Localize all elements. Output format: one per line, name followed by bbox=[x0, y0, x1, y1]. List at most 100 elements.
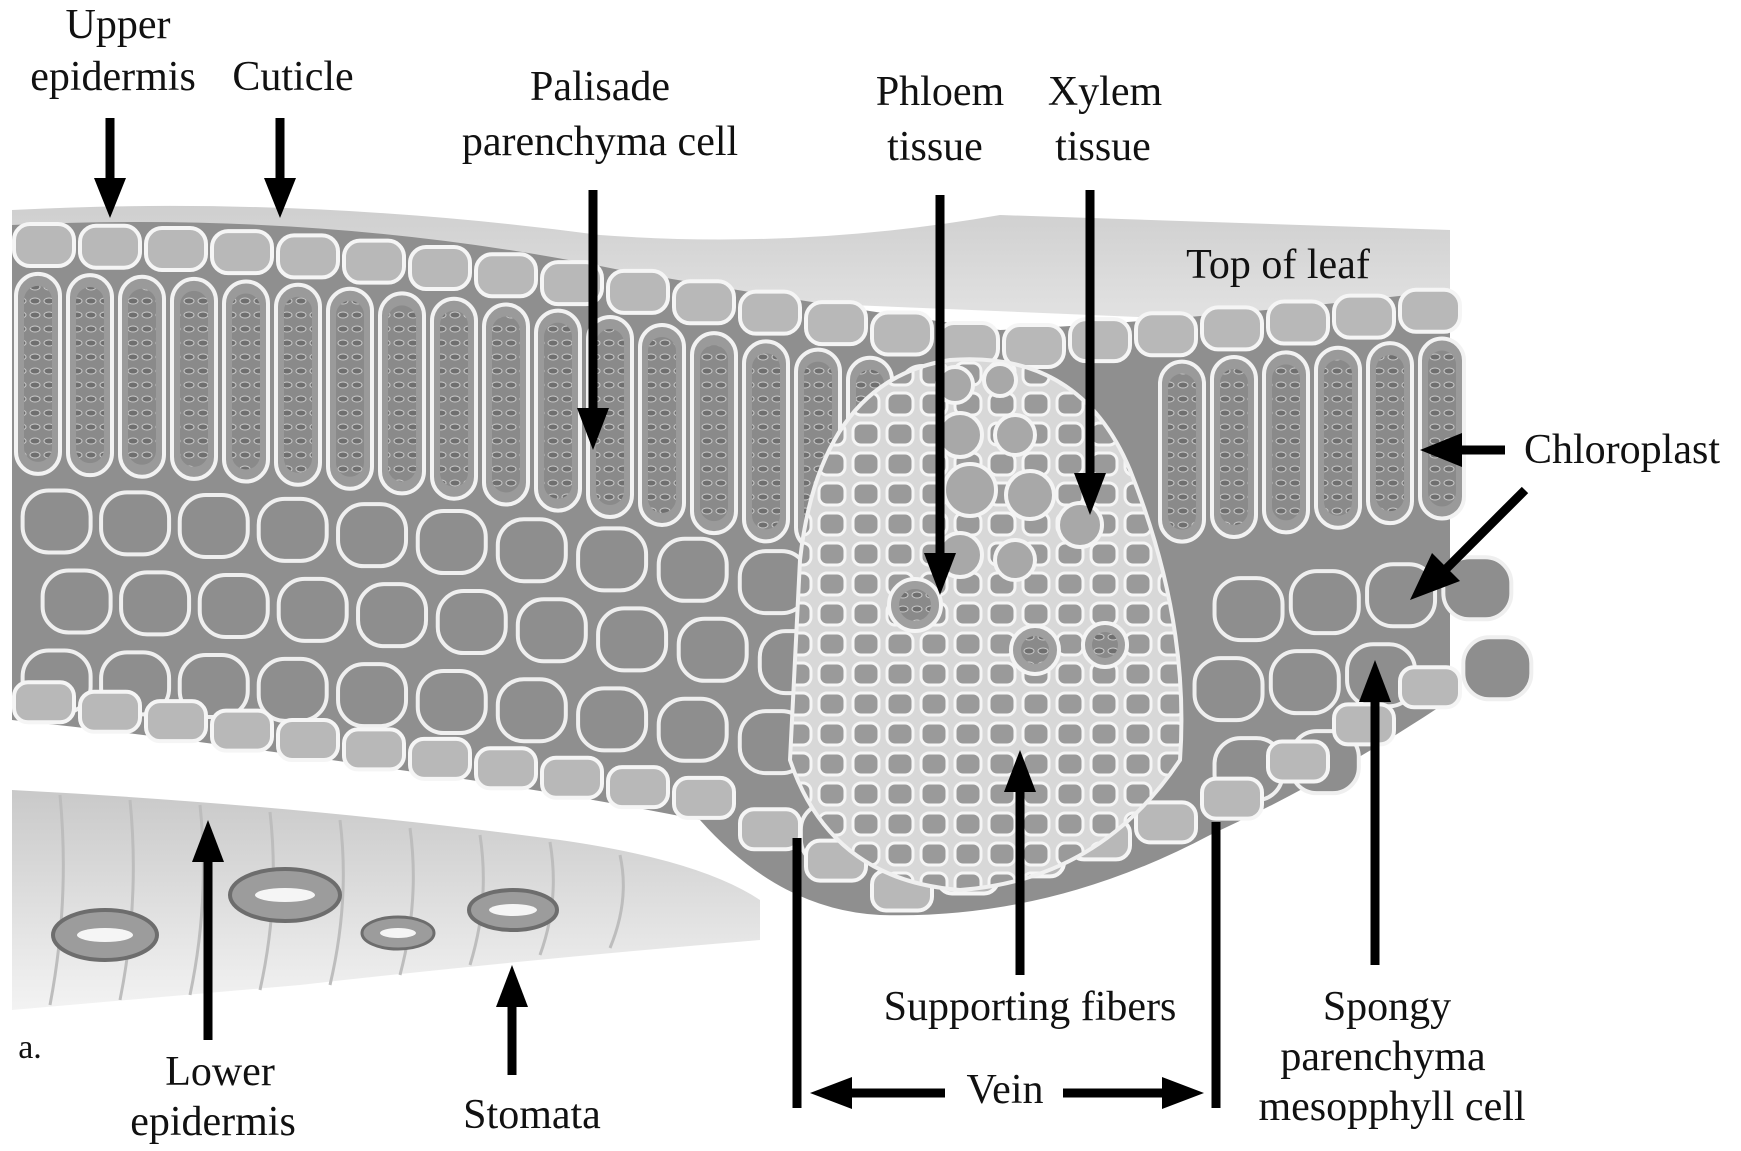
epidermis-cell bbox=[1070, 319, 1130, 361]
spongy-cell bbox=[101, 492, 169, 554]
epidermis-cell bbox=[740, 292, 800, 334]
spongy-cell bbox=[259, 499, 327, 561]
spongy-cell bbox=[43, 570, 111, 632]
spongy-cell bbox=[259, 659, 327, 721]
label-upper-epidermis-line2: epidermis bbox=[30, 54, 196, 100]
epidermis-cell bbox=[1268, 302, 1328, 344]
chloroplast-cluster bbox=[76, 287, 104, 463]
epidermis-cell bbox=[674, 281, 734, 323]
label-lower-epidermis-line2: epidermis bbox=[130, 1099, 296, 1145]
stoma bbox=[362, 917, 434, 949]
label-spongy-line2: parenchyma bbox=[1280, 1034, 1486, 1080]
spongy-cell bbox=[23, 490, 91, 552]
chloroplast-cluster bbox=[232, 293, 260, 469]
epidermis-cell bbox=[1268, 742, 1328, 782]
spongy-cell bbox=[518, 599, 586, 661]
chloroplast-cluster bbox=[336, 301, 364, 477]
xylem-vessel bbox=[1058, 503, 1102, 547]
xylem-vessel bbox=[944, 464, 996, 516]
spongy-cell bbox=[659, 539, 727, 601]
stoma bbox=[230, 869, 340, 921]
spongy-cell bbox=[338, 664, 406, 726]
label-chloroplast: Chloroplast bbox=[1524, 427, 1720, 473]
chloroplast-cluster bbox=[700, 345, 728, 521]
label-vein: Vein bbox=[967, 1067, 1044, 1113]
epidermis-cell bbox=[1334, 704, 1394, 744]
spongy-cell bbox=[438, 591, 506, 653]
epidermis-cell bbox=[476, 254, 536, 296]
chloroplast-cluster bbox=[1220, 369, 1248, 525]
label-xylem-line2: tissue bbox=[1055, 124, 1151, 170]
label-lower-epidermis-line1: Lower bbox=[165, 1049, 275, 1095]
xylem-vessel bbox=[995, 415, 1035, 455]
label-cuticle: Cuticle bbox=[232, 54, 353, 100]
label-phloem-line2: tissue bbox=[887, 124, 983, 170]
spongy-cell bbox=[498, 519, 566, 581]
spongy-cell bbox=[358, 584, 426, 646]
epidermis-cell bbox=[212, 231, 272, 273]
label-spongy-line1: Spongy bbox=[1323, 984, 1451, 1030]
upper-epidermis-arrow bbox=[94, 118, 126, 218]
leaf-illustration bbox=[12, 206, 1531, 1010]
epidermis-cell bbox=[344, 241, 404, 283]
xylem-vessel bbox=[984, 364, 1016, 396]
epidermis-cell bbox=[344, 729, 404, 769]
spongy-cell bbox=[200, 575, 268, 637]
epidermis-cell bbox=[80, 226, 140, 268]
spongy-cell bbox=[180, 495, 248, 557]
chloroplast-cluster bbox=[388, 305, 416, 481]
spongy-cell bbox=[578, 528, 646, 590]
epidermis-cell bbox=[80, 692, 140, 732]
epidermis-cell bbox=[1400, 290, 1460, 332]
spongy-cell bbox=[279, 579, 347, 641]
chloroplast-cluster bbox=[752, 353, 780, 529]
stomata-arrow bbox=[496, 965, 528, 1075]
label-stomata: Stomata bbox=[463, 1092, 601, 1138]
xylem-vessel bbox=[1006, 471, 1054, 519]
label-spongy-line3: mesopphyll cell bbox=[1258, 1084, 1525, 1130]
chloroplast-cluster bbox=[1376, 355, 1404, 511]
stoma bbox=[53, 910, 157, 960]
label-phloem-line1: Phloem bbox=[876, 69, 1005, 115]
epidermis-cell bbox=[146, 228, 206, 270]
chloroplast-cluster bbox=[440, 311, 468, 487]
chloroplast-cluster bbox=[544, 323, 572, 499]
epidermis-cell bbox=[542, 758, 602, 798]
chloroplast-cluster bbox=[128, 289, 156, 465]
epidermis-cell bbox=[14, 682, 74, 722]
spongy-cell bbox=[659, 699, 727, 761]
epidermis-cell bbox=[1400, 667, 1460, 707]
epidermis-cell bbox=[1004, 325, 1064, 367]
spongy-cell bbox=[121, 572, 189, 634]
panel-letter: a. bbox=[18, 1029, 42, 1066]
spongy-cell bbox=[598, 608, 666, 670]
xylem-vessel bbox=[938, 413, 982, 457]
chloroplast-cluster bbox=[1324, 360, 1352, 516]
label-palisade-line2: parenchyma cell bbox=[462, 119, 738, 165]
cuticle-arrow bbox=[264, 118, 296, 218]
spongy-cell bbox=[1215, 578, 1283, 640]
stoma bbox=[469, 890, 557, 930]
label-upper-epidermis-line1: Upper bbox=[66, 2, 171, 48]
chloroplast-cluster bbox=[1168, 374, 1196, 530]
label-top-of-leaf: Top of leaf bbox=[1186, 242, 1370, 288]
label-palisade-line1: Palisade bbox=[530, 64, 670, 110]
spongy-cell bbox=[418, 671, 486, 733]
chloroplast-cluster bbox=[180, 291, 208, 467]
epidermis-cell bbox=[1136, 313, 1196, 355]
epidermis-cell bbox=[410, 739, 470, 779]
epidermis-cell bbox=[608, 767, 668, 807]
spongy-cell bbox=[498, 679, 566, 741]
epidermis-cell bbox=[674, 778, 734, 818]
epidermis-cell bbox=[1334, 296, 1394, 338]
epidermis-cell bbox=[806, 302, 866, 344]
spongy-cell bbox=[1463, 637, 1531, 699]
spongy-cell bbox=[338, 504, 406, 566]
xylem-vessel bbox=[995, 540, 1035, 580]
epidermis-cell bbox=[872, 313, 932, 355]
epidermis-cell bbox=[740, 809, 800, 849]
epidermis-cell bbox=[476, 748, 536, 788]
epidermis-cell bbox=[212, 711, 272, 751]
